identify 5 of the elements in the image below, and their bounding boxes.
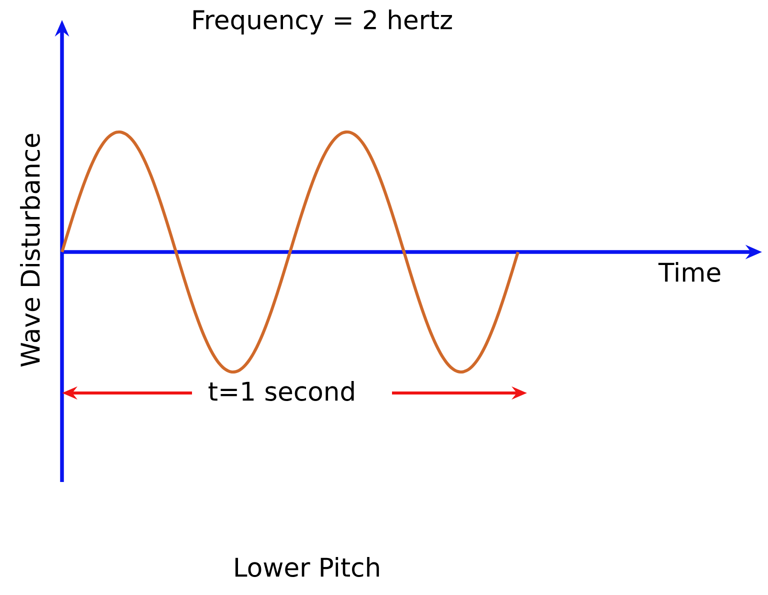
dimension-label: t=1 second: [208, 381, 354, 401]
axis-label: Wave Disturbance: [20, 134, 40, 367]
axis-label: Time: [658, 262, 720, 282]
caption: Lower Pitch: [235, 557, 379, 577]
title: Frequency = 2 hertz: [193, 10, 452, 34]
